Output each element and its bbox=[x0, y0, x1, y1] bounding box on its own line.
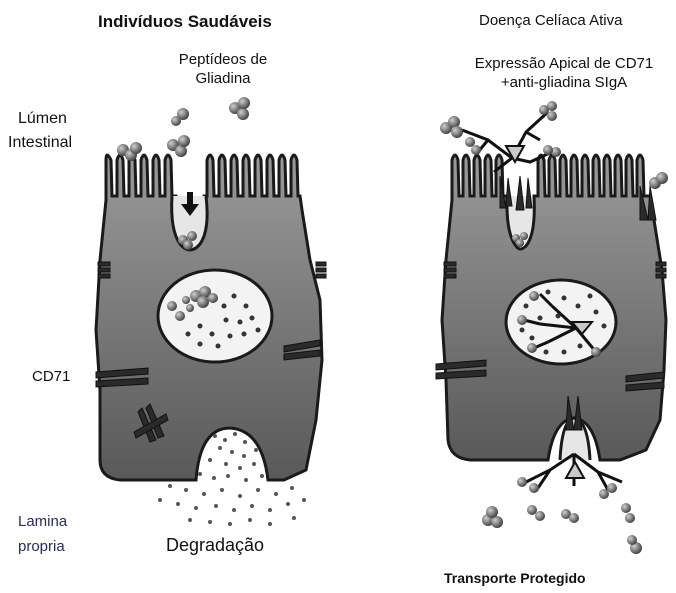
protected-transport-label: Transporte Protegido bbox=[444, 570, 586, 586]
healthy-enterocyte bbox=[96, 97, 326, 526]
degradation-label: Degradação bbox=[166, 535, 264, 556]
gliadin-label-line2: Gliadina bbox=[158, 69, 288, 88]
cd71-label: CD71 bbox=[32, 368, 70, 385]
lumen-label: Lúmen Intestinal bbox=[18, 107, 72, 155]
lamina-label-line1: Lamina bbox=[18, 509, 67, 534]
lumen-peptides-left bbox=[117, 97, 250, 161]
lumen-label-line2: Intestinal bbox=[8, 131, 72, 155]
cd71-expression-label: Expressão Apical de CD71 +anti-gliadina … bbox=[448, 54, 676, 92]
lamina-label-line2: propria bbox=[18, 534, 67, 559]
gliadin-peptides-label: Peptídeos de Gliadina bbox=[158, 50, 288, 88]
celiac-enterocyte bbox=[436, 101, 668, 554]
gliadin-label-line1: Peptídeos de bbox=[158, 50, 288, 69]
expression-line2: +anti-gliadina SIgA bbox=[448, 73, 676, 92]
expression-line1: Expressão Apical de CD71 bbox=[448, 54, 676, 73]
healthy-title: Indivíduos Saudáveis bbox=[98, 12, 272, 32]
lumen-label-line1: Lúmen bbox=[18, 107, 72, 131]
celiac-title: Doença Celíaca Ativa bbox=[479, 12, 622, 29]
lamina-propria-label: Lamina propria bbox=[18, 509, 67, 559]
